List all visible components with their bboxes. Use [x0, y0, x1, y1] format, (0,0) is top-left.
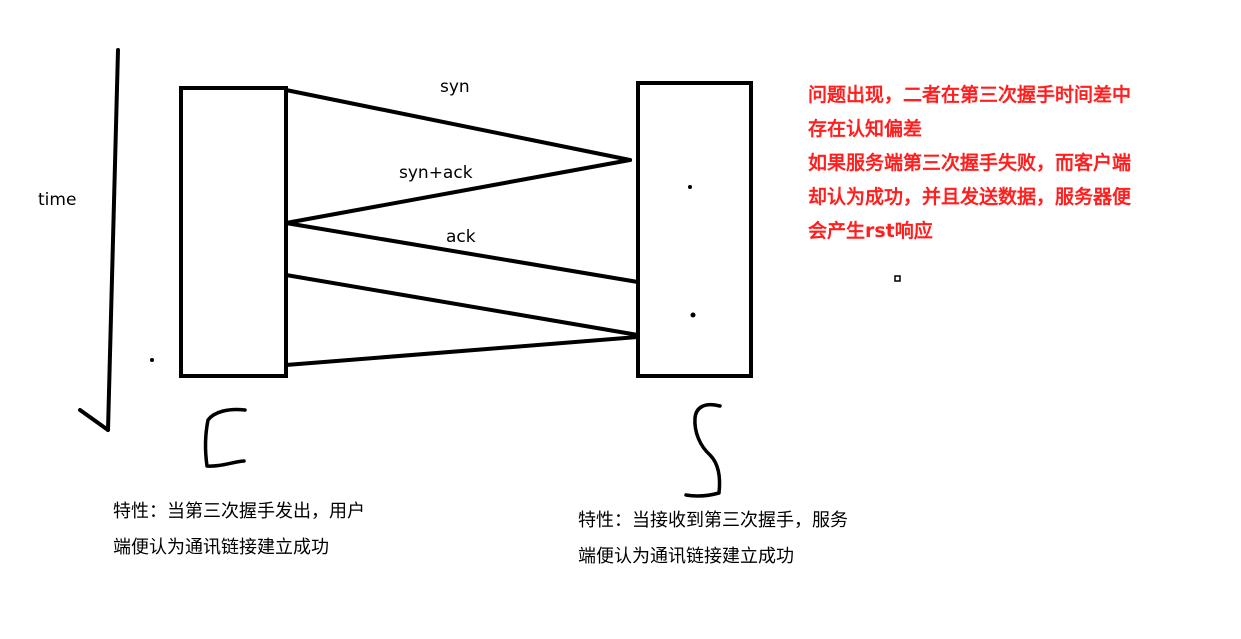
data-arrow: [284, 273, 640, 337]
client-handwritten-c: [203, 407, 247, 468]
stray-dot: [894, 275, 901, 282]
stray-dot: [688, 185, 692, 189]
server-desc-line: 特性：当接收到第三次握手，服务: [578, 510, 848, 531]
client-box: [179, 86, 288, 378]
rst-arrow: [284, 335, 640, 367]
syn-ack-label: syn+ack: [399, 163, 473, 183]
note-line: 问题出现，二者在第三次握手时间差中: [808, 84, 1132, 106]
server-desc-line: 端便认为通讯链接建立成功: [578, 546, 794, 567]
problem-note: 问题出现，二者在第三次握手时间差中 存在认知偏差 如果服务端第三次握手失败，而客…: [808, 78, 1131, 248]
note-line: 会产生rst响应: [808, 220, 933, 242]
ack-label: ack: [446, 227, 476, 247]
time-label: time: [38, 190, 77, 210]
server-handwritten-s: [684, 402, 722, 498]
stray-dot: [690, 312, 696, 318]
syn-label: syn: [440, 77, 470, 97]
syn-ack-arrow: [284, 158, 632, 225]
note-line: 却认为成功，并且发送数据，服务器便: [808, 186, 1132, 208]
time-axis-line: [106, 48, 120, 432]
client-desc-line: 特性：当第三次握手发出，用户: [113, 501, 365, 522]
syn-arrow: [284, 88, 632, 162]
ack-arrow: [284, 221, 640, 284]
server-description: 特性：当接收到第三次握手，服务 端便认为通讯链接建立成功: [578, 503, 848, 575]
stray-dot: [150, 358, 154, 362]
client-description: 特性：当第三次握手发出，用户 端便认为通讯链接建立成功: [113, 494, 365, 566]
client-desc-line: 端便认为通讯链接建立成功: [113, 537, 329, 558]
server-box: [636, 81, 753, 378]
note-line: 如果服务端第三次握手失败，而客户端: [808, 152, 1132, 174]
time-axis-arrowhead: [78, 408, 110, 432]
note-line: 存在认知偏差: [808, 118, 923, 140]
